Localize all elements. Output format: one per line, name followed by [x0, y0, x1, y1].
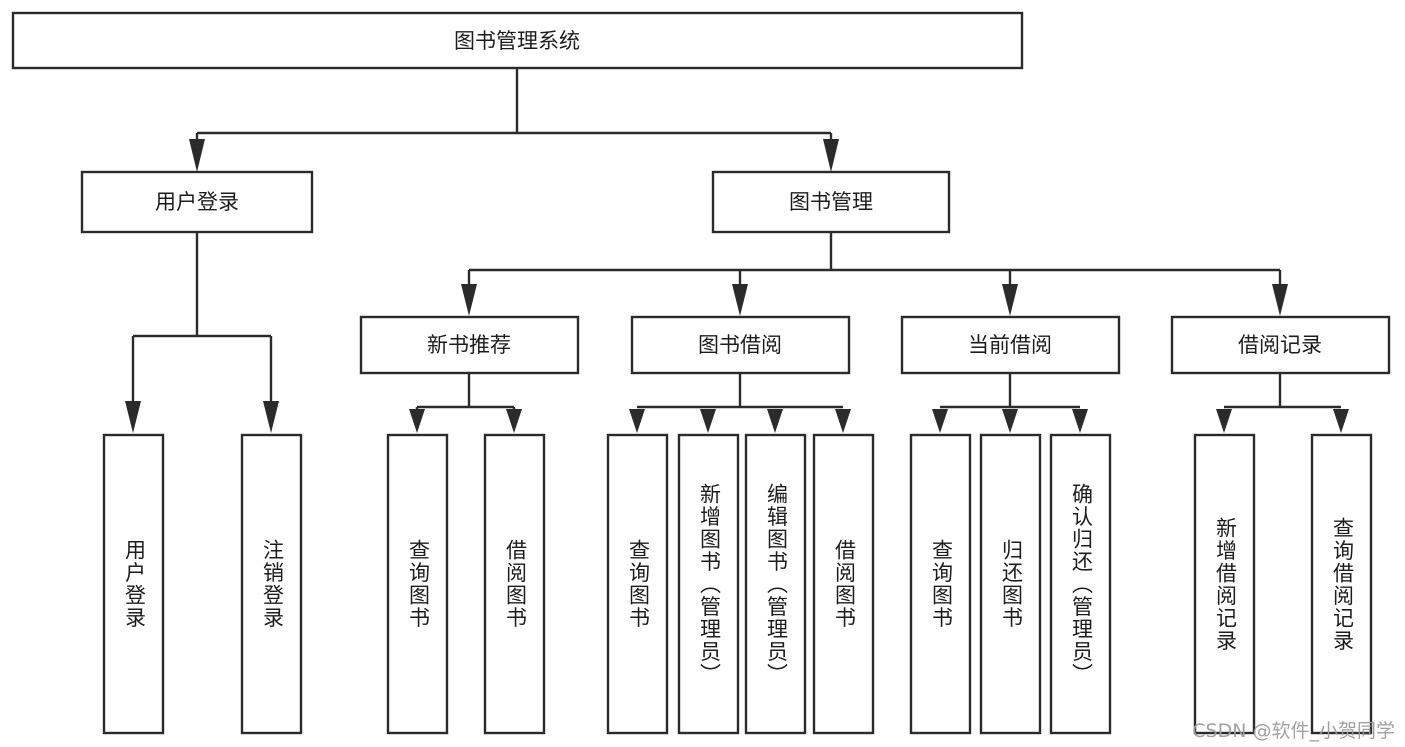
arrow-head-level3-3 — [1002, 284, 1018, 316]
connectors — [125, 68, 1349, 433]
node-book-management-label: 图书管理 — [789, 190, 873, 214]
arrow-head-borrow-leaf-3 — [767, 409, 783, 433]
leaf-box-user-login-1[interactable] — [102, 433, 165, 735]
arrow-head-level3-4 — [1272, 284, 1288, 316]
node-borrow-record[interactable]: 借阅记录 — [1170, 315, 1391, 375]
node-new-book-recommend-label: 新书推荐 — [427, 333, 511, 357]
arrow-head-newbook-leaf-2 — [506, 409, 522, 433]
node-root-label: 图书管理系统 — [454, 29, 580, 53]
node-book-management[interactable]: 图书管理 — [711, 170, 951, 234]
arrow-head-bookmgmt — [823, 139, 839, 172]
leaf-box-borrow-record-1[interactable] — [1193, 433, 1256, 735]
node-book-management-box[interactable] — [711, 170, 951, 234]
leaf-boxes — [102, 433, 1373, 735]
node-root[interactable]: 图书管理系统 — [11, 11, 1024, 70]
arrow-head-borrow-leaf-2 — [700, 409, 716, 433]
leaf-box-new-book-1[interactable] — [386, 433, 449, 735]
arrow-head-userlogin — [189, 139, 205, 172]
csdn-watermark: CSDN @软件_小贺同学 — [1192, 720, 1395, 742]
node-new-book-recommend-box[interactable] — [359, 315, 580, 375]
leaf-box-book-borrow-3[interactable] — [744, 433, 807, 735]
arrow-head-current-leaf-2 — [1002, 409, 1018, 433]
node-borrow-record-box[interactable] — [1170, 315, 1391, 375]
arrow-head-borrow-leaf-1 — [629, 409, 645, 433]
arrow-head-newbook-leaf-1 — [409, 409, 425, 433]
node-book-borrow-box[interactable] — [630, 315, 851, 375]
arrow-head-current-leaf-1 — [932, 409, 948, 433]
leaf-box-new-book-2[interactable] — [483, 433, 546, 735]
arrow-head-record-leaf-2 — [1333, 409, 1349, 433]
arrow-head-borrow-leaf-4 — [835, 409, 851, 433]
arrow-head-user-leaf-2 — [263, 401, 279, 433]
arrow-head-level3-2 — [732, 284, 748, 316]
arrow-head-record-leaf-1 — [1216, 409, 1232, 433]
node-root-box[interactable] — [11, 11, 1024, 70]
leaf-box-book-borrow-1[interactable] — [606, 433, 669, 735]
node-new-book-recommend[interactable]: 新书推荐 — [359, 315, 580, 375]
leaf-box-book-borrow-4[interactable] — [812, 433, 875, 735]
leaf-box-current-borrow-2[interactable] — [979, 433, 1042, 735]
node-current-borrow[interactable]: 当前借阅 — [900, 315, 1121, 375]
leaf-box-borrow-record-2[interactable] — [1310, 433, 1373, 735]
node-book-borrow-label: 图书借阅 — [698, 333, 782, 357]
node-user-login[interactable]: 用户登录 — [80, 170, 314, 234]
node-current-borrow-label: 当前借阅 — [968, 333, 1052, 357]
arrow-head-level3-1 — [461, 284, 477, 316]
leaf-box-user-login-2[interactable] — [240, 433, 303, 735]
node-user-login-box[interactable] — [80, 170, 314, 234]
node-user-login-label: 用户登录 — [155, 190, 239, 214]
node-borrow-record-label: 借阅记录 — [1238, 333, 1322, 357]
leaf-box-current-borrow-3[interactable] — [1049, 433, 1112, 735]
node-book-borrow[interactable]: 图书借阅 — [630, 315, 851, 375]
leaf-box-current-borrow-1[interactable] — [909, 433, 972, 735]
arrow-head-user-leaf-1 — [125, 401, 141, 433]
node-current-borrow-box[interactable] — [900, 315, 1121, 375]
leaf-box-book-borrow-2[interactable] — [677, 433, 740, 735]
arrow-head-current-leaf-3 — [1072, 409, 1088, 433]
